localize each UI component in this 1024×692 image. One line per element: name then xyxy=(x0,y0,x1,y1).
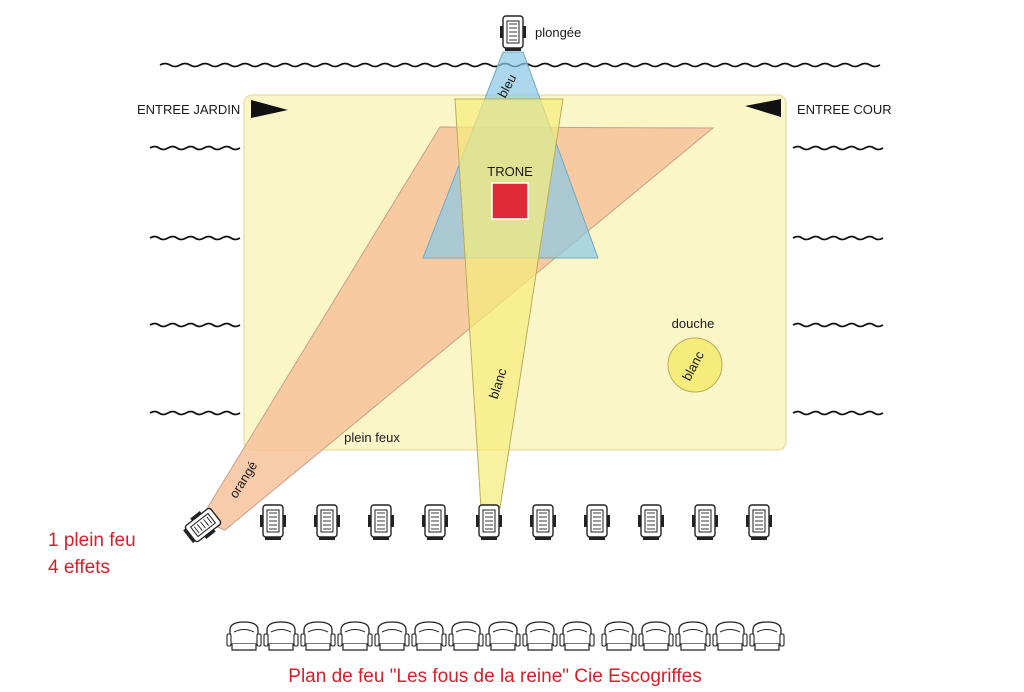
throne xyxy=(491,182,529,220)
seat-icon xyxy=(485,621,521,651)
seat-icon xyxy=(559,621,595,651)
seat-icon xyxy=(300,621,336,651)
note-plein-feu: 1 plein feu xyxy=(48,530,136,551)
left-wing-curtains xyxy=(149,145,241,416)
front-projector-icon xyxy=(259,504,287,541)
seat-icon xyxy=(263,621,299,651)
seat-icon xyxy=(712,621,748,651)
seat-icon xyxy=(337,621,373,651)
right-wing-curtains xyxy=(792,145,884,416)
entry-right-arrow xyxy=(745,99,781,117)
entry-right-label: ENTREE COUR xyxy=(797,102,892,117)
front-projector-icon xyxy=(313,504,341,541)
front-projector-icon xyxy=(745,504,773,541)
seat-icon xyxy=(374,621,410,651)
front-projector-icon xyxy=(583,504,611,541)
front-projector-icon xyxy=(367,504,395,541)
entry-left-arrow xyxy=(251,100,288,118)
white-beam xyxy=(454,98,564,509)
seat-icon xyxy=(226,621,262,651)
front-projector-icon xyxy=(421,504,449,541)
entry-left-label: ENTREE JARDIN xyxy=(137,102,240,117)
seat-icon xyxy=(601,621,637,651)
front-projector-icon xyxy=(475,504,503,541)
front-projector-icon xyxy=(637,504,665,541)
throne-label: TRONE xyxy=(487,164,533,179)
spot-circle xyxy=(667,337,723,393)
wash-label: plein feux xyxy=(344,430,400,445)
front-projector-icon xyxy=(691,504,719,541)
seat-icon xyxy=(448,621,484,651)
note-effets: 4 effets xyxy=(48,557,110,578)
seat-icon xyxy=(675,621,711,651)
plongee-label: plongée xyxy=(535,25,581,40)
page-title: Plan de feu "Les fous de la reine" Cie E… xyxy=(288,666,702,687)
seat-icon xyxy=(638,621,674,651)
seat-icon xyxy=(749,621,785,651)
spot-title: douche xyxy=(672,316,715,331)
seat-icon xyxy=(411,621,447,651)
front-projector-row xyxy=(259,504,773,541)
plongee-projector-icon xyxy=(499,15,527,52)
audience-seats-row xyxy=(226,621,785,651)
front-projector-icon xyxy=(529,504,557,541)
seat-icon xyxy=(522,621,558,651)
